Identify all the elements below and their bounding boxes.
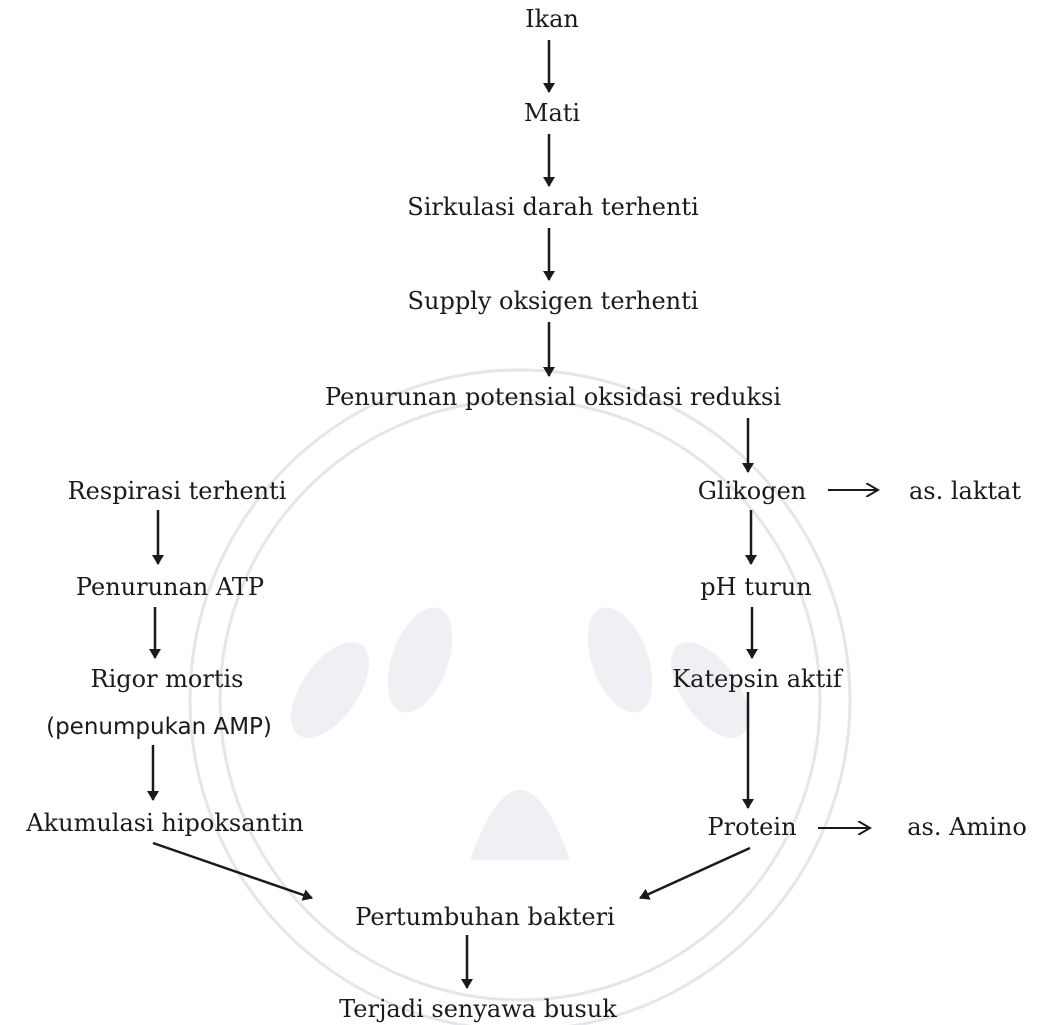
node-ikan: Ikan <box>525 5 579 33</box>
node-akumulasi-hipoksantin: Akumulasi hipoksantin <box>26 809 304 837</box>
node-rigor-mortis: Rigor mortis <box>90 665 244 693</box>
node-sirkulasi-darah: Sirkulasi darah terhenti <box>407 193 699 221</box>
node-ph-turun: pH turun <box>700 573 812 601</box>
node-mati: Mati <box>523 99 581 127</box>
arrow-protein-pertumbuhan <box>639 846 751 900</box>
node-protein: Protein <box>707 813 797 841</box>
node-penumpukan-amp: (penumpukan AMP) <box>46 714 272 740</box>
node-senyawa-busuk: Terjadi senyawa busuk <box>339 995 617 1023</box>
node-penurunan-potensial: Penurunan potensial oksidasi reduksi <box>325 383 781 411</box>
node-pertumbuhan-bakteri: Pertumbuhan bakteri <box>355 903 615 931</box>
arrow-akumulasi-pertumbuhan <box>152 841 313 901</box>
node-supply-oksigen: Supply oksigen terhenti <box>407 287 699 315</box>
node-glikogen: Glikogen <box>697 477 807 505</box>
node-respirasi-terhenti: Respirasi terhenti <box>67 477 287 505</box>
node-as-laktat: as. laktat <box>908 477 1022 505</box>
node-katepsin-aktif: Katepsin aktif <box>672 665 842 693</box>
node-as-amino: as. Amino <box>907 813 1027 841</box>
node-penurunan-atp: Penurunan ATP <box>75 573 265 601</box>
